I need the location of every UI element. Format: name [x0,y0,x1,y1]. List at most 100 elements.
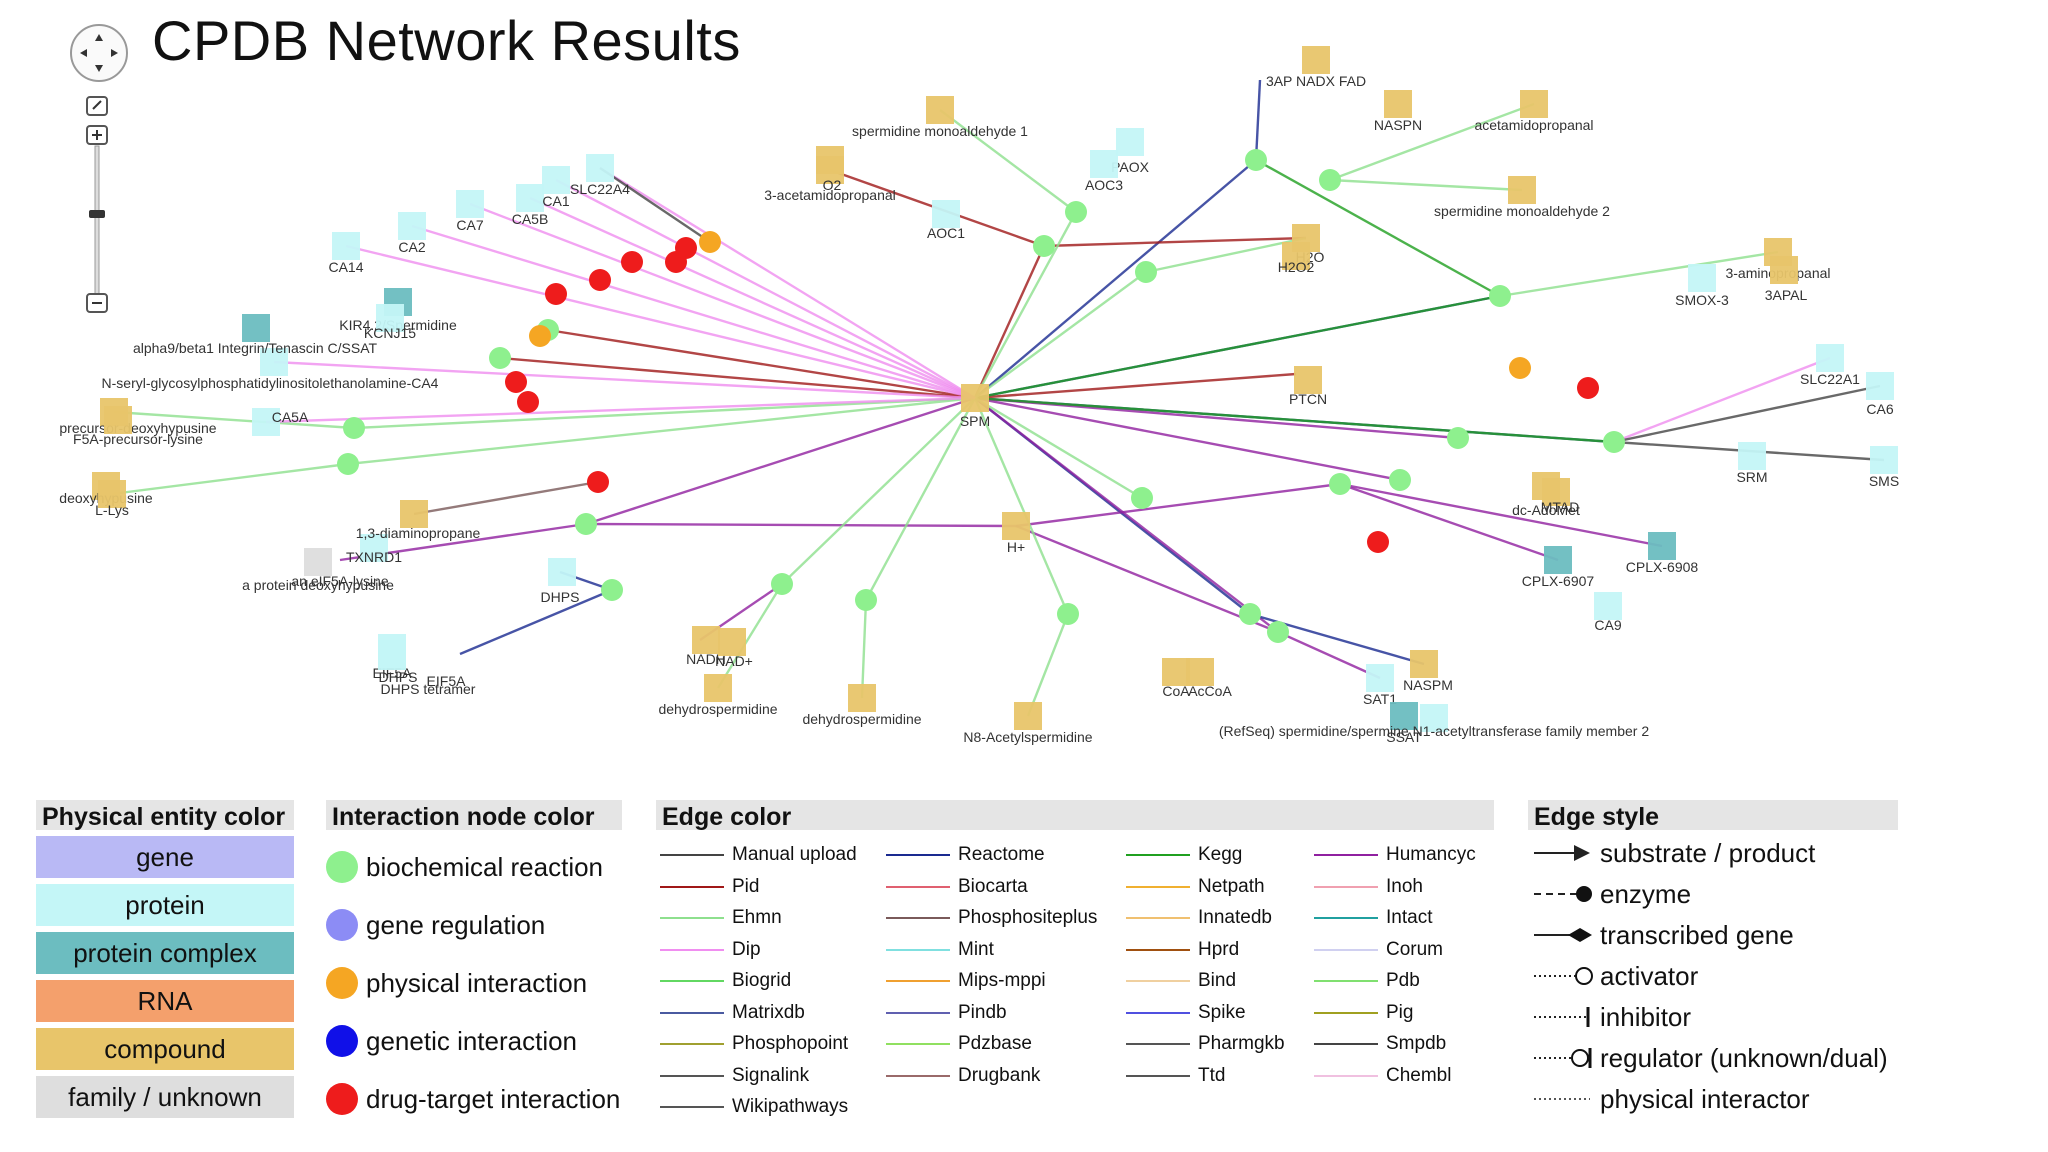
interaction-node[interactable] [545,283,567,305]
node-dap13[interactable]: 1,3-diaminopropane [356,500,481,541]
node-box[interactable] [1870,446,1898,474]
node-box[interactable] [1738,442,1766,470]
interaction-node[interactable] [489,347,511,369]
node-box[interactable] [252,408,280,436]
node-box[interactable] [398,212,426,240]
node-box[interactable] [104,406,132,434]
node-mtad[interactable]: MTAD [1541,478,1580,515]
node-acetamidopropanal[interactable]: acetamidopropanal [1474,90,1594,133]
node-naspn[interactable]: NASPN [1374,90,1422,133]
node-llys[interactable]: L-Lys [95,480,129,518]
node-ca6[interactable]: CA6 [1866,372,1894,417]
node-cplx6907[interactable]: CPLX-6907 [1522,546,1595,589]
node-nseryl[interactable]: N-seryl-glycosylphosphatidylinositoletha… [102,348,439,391]
interaction-node[interactable] [1577,377,1599,399]
interaction-node[interactable] [601,579,623,601]
interaction-node[interactable] [505,371,527,393]
node-box[interactable] [1366,664,1394,692]
node-box[interactable] [542,166,570,194]
node-box[interactable] [378,642,406,670]
node-o2[interactable]: O2 [816,146,844,193]
node-apal3[interactable]: 3APAL [1765,256,1808,303]
node-dhps[interactable]: DHPS [541,558,580,605]
interaction-node[interactable] [587,471,609,493]
node-srm[interactable]: SRM [1736,442,1768,485]
node-h2o2[interactable]: H2O2 [1278,242,1315,275]
node-spd_mono1[interactable]: spermidine monoaldehyde 1 [852,96,1028,139]
interaction-node[interactable] [1267,621,1289,643]
node-aoc1[interactable]: AOC1 [927,200,965,241]
node-box[interactable] [1508,176,1536,204]
node-paox[interactable]: PAOX [1111,128,1150,175]
node-ca5a[interactable]: CA5A [252,408,309,436]
interaction-node[interactable] [1131,487,1153,509]
interaction-node[interactable] [1033,235,1055,257]
node-box[interactable] [586,154,614,182]
node-cplx6908[interactable]: CPLX-6908 [1626,532,1699,575]
node-box[interactable] [1116,128,1144,156]
node-box[interactable] [1014,702,1042,730]
node-sms[interactable]: SMS [1869,446,1899,489]
node-box[interactable] [692,626,720,654]
node-box[interactable] [98,480,126,508]
node-box[interactable] [1410,650,1438,678]
interaction-node[interactable] [621,251,643,273]
node-f5a_precursor[interactable]: F5A-precursor-lysine [73,406,203,447]
node-box[interactable] [1648,532,1676,560]
interaction-node[interactable] [589,269,611,291]
interaction-node[interactable] [1489,285,1511,307]
interaction-node[interactable] [1245,149,1267,171]
node-ca14[interactable]: CA14 [328,232,364,275]
node-aoc3[interactable]: AOC3 [1085,150,1123,193]
node-an_eif5a[interactable]: an eIF5A-lysine [291,548,389,589]
node-smox3[interactable]: SMOX-3 [1675,264,1729,308]
node-nadplus[interactable]: NAD+ [715,628,753,669]
node-box[interactable] [1544,546,1572,574]
interaction-node[interactable] [1057,603,1079,625]
node-box[interactable] [400,500,428,528]
interaction-node[interactable] [1329,473,1351,495]
node-slc22a1[interactable]: SLC22A1 [1800,344,1860,387]
node-ca5b[interactable]: CA5B [512,184,549,227]
node-box[interactable] [816,146,844,174]
node-box[interactable] [961,384,989,412]
node-ca2[interactable]: CA2 [398,212,426,255]
node-box[interactable] [1390,702,1418,730]
node-dehydro1[interactable]: dehydrospermidine [658,674,778,717]
interaction-node[interactable] [343,417,365,439]
node-n8acetyl[interactable]: N8-Acetylspermidine [963,702,1093,745]
node-box[interactable] [1542,478,1570,506]
node-kcnj15[interactable]: KCNJ15 [364,304,416,341]
pan-control[interactable] [70,24,128,82]
interaction-node[interactable] [675,237,697,259]
interaction-node[interactable] [1319,169,1341,191]
interaction-node[interactable] [1603,431,1625,453]
node-slc22a4[interactable]: SLC22A4 [570,154,630,197]
node-box[interactable] [1688,264,1716,292]
node-box[interactable] [1302,46,1330,74]
node-spd_mono2[interactable]: spermidine monoaldehyde 2 [1434,176,1610,219]
node-box[interactable] [1520,90,1548,118]
interaction-node[interactable] [1367,531,1389,553]
node-box[interactable] [1770,256,1798,284]
node-box[interactable] [1594,592,1622,620]
node-nadh[interactable]: NADH [686,626,726,667]
node-box[interactable] [516,184,544,212]
node-txnrd1[interactable]: TXNRD1 [346,534,402,565]
node-box[interactable] [1282,242,1310,270]
node-box[interactable] [456,190,484,218]
node-box[interactable] [1384,90,1412,118]
node-box[interactable] [332,232,360,260]
interaction-node[interactable] [1135,261,1157,283]
node-box[interactable] [1294,366,1322,394]
interaction-node[interactable] [855,589,877,611]
node-eif5a2[interactable]: EIF5A [378,642,466,689]
node-ca1[interactable]: CA1 [542,166,570,209]
node-box[interactable] [1866,372,1894,400]
node-refseq[interactable]: (RefSeq) spermidine/spermine N1-acetyltr… [1219,704,1649,739]
interaction-node[interactable] [575,513,597,535]
node-box[interactable] [1420,704,1448,732]
node-ssat[interactable]: SSAT [1386,702,1422,745]
node-coa[interactable]: CoA [1162,658,1190,699]
